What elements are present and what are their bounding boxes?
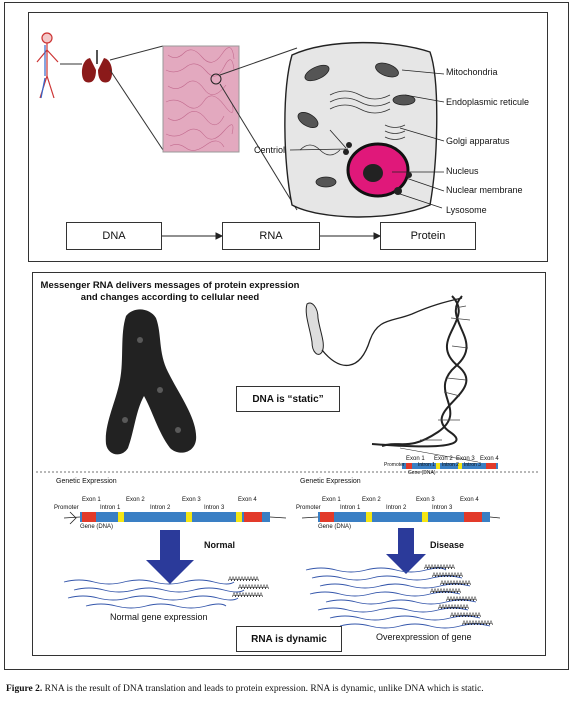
right-heading: Genetic Expression	[300, 478, 361, 485]
left-mrna-strands	[63, 579, 245, 609]
endoplasmic-reticule-label: Endoplasmic reticule	[446, 97, 530, 107]
mitochondria-label: Mitochondria	[446, 67, 498, 77]
nucleus-label: Nucleus	[446, 166, 479, 176]
chromosome-image	[105, 309, 197, 455]
right-exon1: Exon 1	[322, 497, 341, 503]
right-gene-bar	[301, 512, 501, 522]
right-mrna-strands	[305, 567, 491, 629]
flow-box-dna: DNA	[66, 222, 162, 250]
small-gene-intron3: Intron 3	[464, 462, 481, 468]
flow-box-rna: RNA	[222, 222, 320, 250]
left-result: Normal gene expression	[110, 612, 208, 622]
right-result: Overexpression of gene	[376, 632, 472, 642]
right-exon4: Exon 4	[460, 497, 479, 503]
left-state-normal: Normal	[204, 540, 236, 550]
left-intron3: Intron 3	[204, 505, 225, 511]
dna-helix-image	[371, 295, 468, 448]
left-gene-label: Gene (DNA)	[80, 524, 114, 530]
nuclear-membrane-label: Nuclear membrane	[446, 185, 523, 195]
right-intron3: Intron 3	[432, 505, 453, 511]
right-intron2: Intron 2	[386, 505, 407, 511]
left-polya-tail: AAAAAAAAAA	[238, 585, 269, 591]
left-exon3: Exon 3	[182, 497, 201, 503]
small-gene-exon3: Exon 3	[456, 456, 475, 462]
small-gene-gene-label: Gene (DNA)	[408, 470, 436, 476]
small-gene-exon4: Exon 4	[480, 456, 499, 462]
left-down-arrow	[146, 530, 194, 584]
left-intron2: Intron 2	[150, 505, 171, 511]
right-exon2: Exon 2	[362, 497, 381, 503]
right-exon3: Exon 3	[416, 497, 435, 503]
small-gene-exon2: Exon 2	[434, 456, 453, 462]
lysosome-label: Lysosome	[446, 205, 487, 215]
left-polya-tail: AAAAAAAAAA	[232, 593, 263, 599]
right-state-disease: Disease	[430, 540, 465, 550]
left-intron1: Intron 1	[100, 505, 121, 511]
dna-static-label: DNA is “static”	[236, 386, 340, 412]
right-intron1: Intron 1	[340, 505, 361, 511]
golgi-apparatus-label: Golgi apparatus	[446, 136, 510, 146]
right-down-arrow	[386, 528, 426, 574]
bottom-title-line1: Messenger RNA delivers messages of prote…	[40, 280, 300, 291]
caption-label: Figure 2.	[6, 684, 43, 694]
left-heading: Genetic Expression	[56, 478, 117, 485]
rna-dynamic-label: RNA is dynamic	[236, 626, 342, 652]
centriol-label: Centriol	[254, 145, 286, 155]
left-promoter: Promoter	[54, 505, 79, 511]
flow-box-protein: Protein	[380, 222, 476, 250]
left-exon1: Exon 1	[82, 497, 101, 503]
small-gene-intron2: Intron 2	[442, 462, 459, 468]
figure-caption: Figure 2. RNA is the result of DNA trans…	[6, 684, 484, 694]
bottom-title-line2: and changes according to cellular need	[80, 292, 260, 303]
lungs-icon	[81, 50, 113, 83]
left-polya-tail: AAAAAAAAAA	[228, 577, 259, 583]
right-promoter: Promoter	[296, 505, 321, 511]
caption-text: RNA is the result of DNA translation and…	[44, 684, 484, 694]
lung-tissue-image	[162, 45, 240, 153]
top-panel	[28, 12, 548, 262]
small-gene-intron1: Intron 1	[418, 462, 435, 468]
small-gene-promoter: Promoter	[384, 462, 405, 468]
left-exon4: Exon 4	[238, 497, 257, 503]
right-gene-label: Gene (DNA)	[318, 524, 352, 530]
human-figure-icon	[36, 32, 59, 99]
small-gene-exon1: Exon 1	[406, 456, 425, 462]
figure-frame	[4, 2, 569, 670]
left-exon2: Exon 2	[126, 497, 145, 503]
left-gene-bar	[63, 511, 287, 525]
